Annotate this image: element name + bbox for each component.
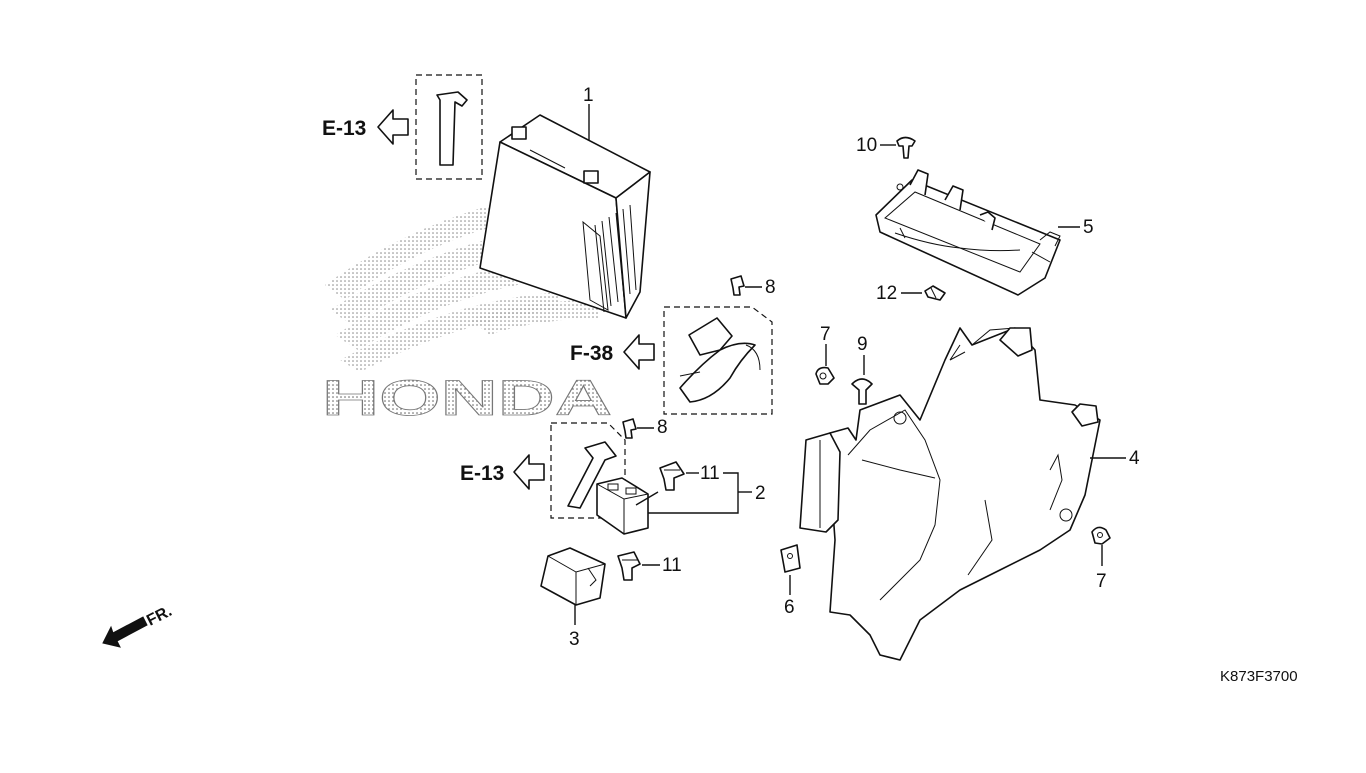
honda-watermark-text: HONDA	[322, 370, 612, 426]
harness-reference-box	[663, 306, 773, 415]
battery	[479, 114, 651, 319]
clip-6	[780, 544, 801, 573]
front-direction-arrow	[102, 616, 148, 648]
reference-arrow-e13-top	[377, 109, 409, 145]
callout-10: 10	[856, 135, 877, 156]
front-marker-label: FR.	[144, 603, 175, 630]
relay-cover	[540, 547, 606, 606]
reference-arrow-e13-lower	[513, 454, 545, 490]
reference-label-f38: F-38	[570, 342, 614, 365]
starter-relay	[596, 477, 649, 535]
battery-tray	[875, 169, 1061, 296]
bolt-7-upper	[815, 366, 835, 385]
callout-7-lower: 7	[1096, 571, 1107, 592]
callout-8-lower: 8	[657, 417, 668, 438]
drawing-code: K873F3700	[1220, 668, 1298, 685]
callout-2: 2	[755, 483, 766, 504]
reference-label-e13-top: E-13	[322, 117, 366, 140]
callout-12: 12	[876, 283, 897, 304]
bolt-9	[851, 378, 873, 405]
clip-11-upper	[659, 461, 685, 491]
cable-reference-box-top	[415, 74, 483, 180]
clip-11-lower	[617, 551, 641, 581]
callout-11-upper: 11	[700, 463, 720, 484]
under-cover	[799, 327, 1101, 661]
callout-6: 6	[784, 597, 795, 618]
callout-8-top: 8	[765, 277, 776, 298]
callout-1: 1	[583, 85, 594, 106]
callout-11-lower: 11	[662, 555, 682, 576]
bolt-10	[896, 136, 916, 159]
bolt-8-lower	[622, 418, 637, 439]
reference-arrow-f38	[623, 334, 655, 370]
callout-4: 4	[1129, 448, 1140, 469]
clip-12	[924, 285, 946, 301]
callout-3: 3	[569, 629, 580, 650]
bolt-8-top	[730, 275, 745, 296]
reference-label-e13-lower: E-13	[460, 462, 504, 485]
callout-5: 5	[1083, 217, 1094, 238]
callout-7-upper: 7	[820, 324, 831, 345]
callout-9: 9	[857, 334, 868, 355]
bolt-7-lower	[1091, 526, 1111, 545]
